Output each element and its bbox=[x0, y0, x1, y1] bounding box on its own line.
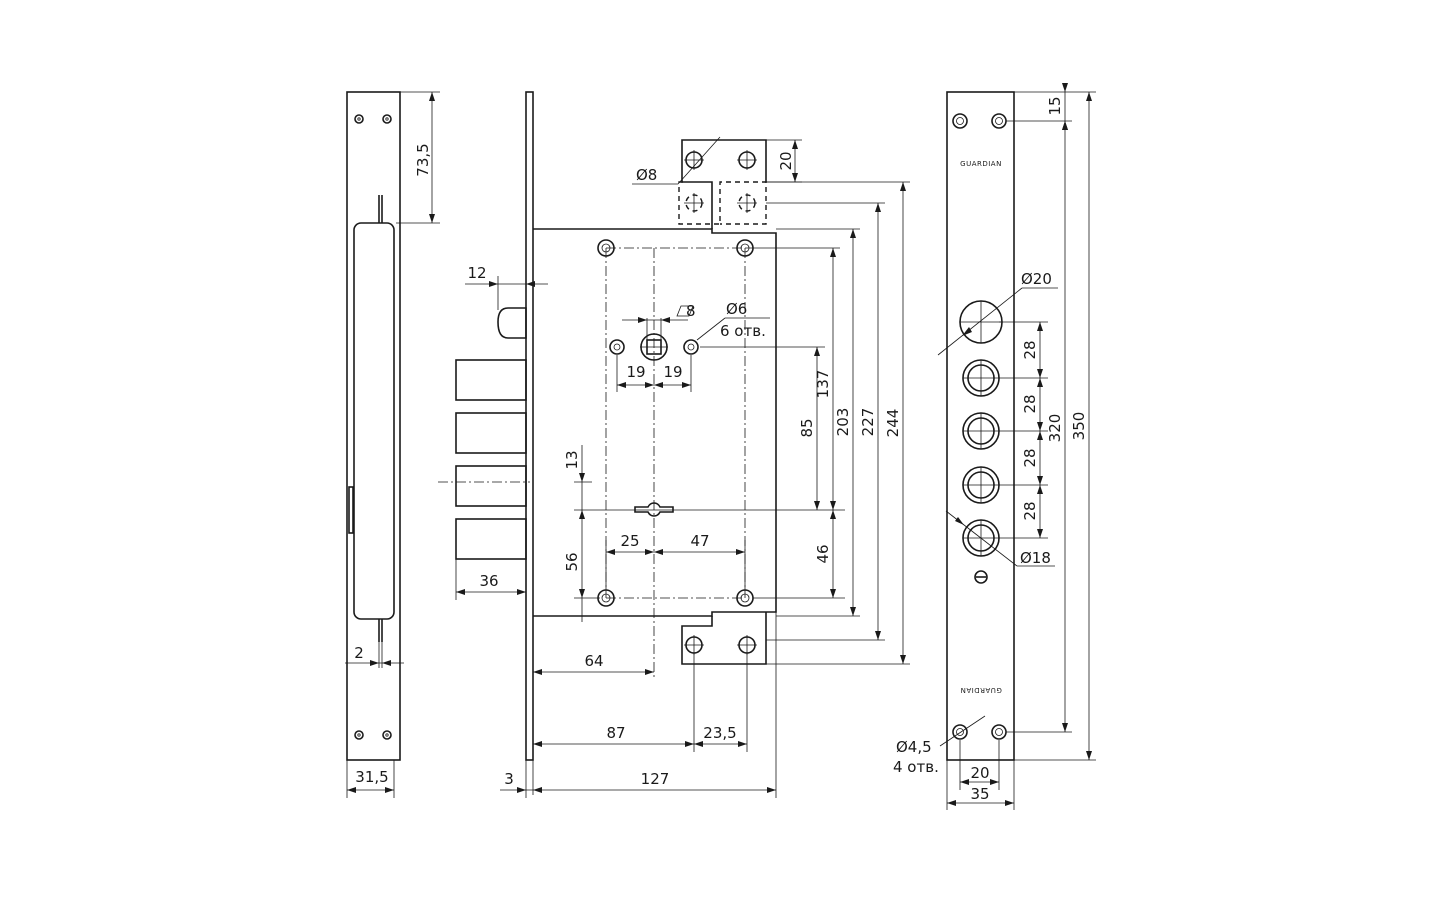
dim-244: 244 bbox=[884, 409, 902, 438]
bolts bbox=[455, 359, 527, 560]
dim-2: 2 bbox=[354, 644, 364, 662]
side-view: 73,5 2 31,5 bbox=[345, 91, 440, 798]
brand-mark-bottom: GUARDIAN bbox=[960, 686, 1002, 694]
dim-6-holes: 6 отв. bbox=[720, 322, 766, 340]
side-screw-holes bbox=[354, 114, 392, 740]
dim-47: 47 bbox=[690, 532, 709, 550]
dim-35: 35 bbox=[970, 785, 989, 803]
dim-20-top: 20 bbox=[777, 151, 795, 170]
dim-19-right: 19 bbox=[663, 363, 682, 381]
dim-56: 56 bbox=[563, 552, 581, 571]
dim-320: 320 bbox=[1046, 414, 1064, 443]
bracket-holes bbox=[684, 150, 757, 655]
dim-350: 350 bbox=[1070, 412, 1088, 441]
front-view: 20 Ø8 12 8 Ø6 6 отв. 19 19 bbox=[438, 91, 910, 798]
dim-36: 36 bbox=[479, 572, 498, 590]
dim-dia8: Ø8 bbox=[636, 166, 657, 184]
dim-28-3: 28 bbox=[1021, 448, 1039, 467]
dim-4-holes: 4 отв. bbox=[893, 758, 939, 776]
dim-85: 85 bbox=[798, 418, 816, 437]
dim-sq8: 8 bbox=[686, 302, 696, 320]
dim-28-4: 28 bbox=[1021, 501, 1039, 520]
dim-73-5: 73,5 bbox=[414, 143, 432, 176]
dim-dia6: Ø6 bbox=[726, 300, 747, 318]
dim-13: 13 bbox=[563, 450, 581, 469]
dim-46: 46 bbox=[814, 544, 832, 563]
dim-dia20: Ø20 bbox=[1021, 270, 1052, 288]
dim-64: 64 bbox=[584, 652, 603, 670]
dim-87: 87 bbox=[606, 724, 625, 742]
dim-31-5: 31,5 bbox=[355, 768, 388, 786]
dim-20-bottom: 20 bbox=[970, 764, 989, 782]
dim-dia18: Ø18 bbox=[1020, 549, 1051, 567]
faceplate-view: GUARDIAN GUARDIAN Ø20 Ø18 Ø4,5 bbox=[893, 83, 1096, 810]
dim-12: 12 bbox=[467, 264, 486, 282]
dim-227: 227 bbox=[859, 408, 877, 437]
dim-19-left: 19 bbox=[626, 363, 645, 381]
dim-dia4-5: Ø4,5 bbox=[896, 738, 932, 756]
dim-127: 127 bbox=[641, 770, 670, 788]
brand-mark-top: GUARDIAN bbox=[960, 160, 1002, 168]
dim-25: 25 bbox=[620, 532, 639, 550]
dim-28-1: 28 bbox=[1021, 340, 1039, 359]
dim-15: 15 bbox=[1046, 96, 1064, 115]
dim-28-2: 28 bbox=[1021, 394, 1039, 413]
dim-23-5: 23,5 bbox=[703, 724, 736, 742]
dim-137: 137 bbox=[814, 370, 832, 399]
dim-203: 203 bbox=[834, 408, 852, 437]
body-screw-holes bbox=[597, 239, 754, 607]
spindle-holes bbox=[609, 333, 699, 361]
dim-3: 3 bbox=[504, 770, 514, 788]
